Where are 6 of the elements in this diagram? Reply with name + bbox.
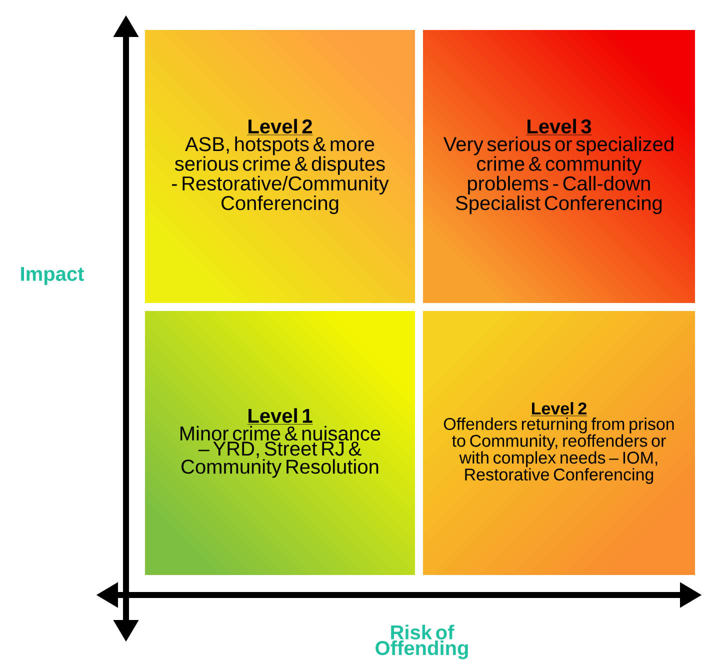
axis-label: Risk of Offending: [376, 624, 468, 660]
quadrant-box: Level 3 Very serious or specialized crime & community problems - Call-down Specialist Conferencing: [444, 118, 674, 214]
quadrant-box: Level 2 ASB, hotspots & more serious crime & disputes - Restorative/Community Conferencing: [172, 118, 389, 214]
axis-label: Impact: [21, 267, 84, 285]
quadrant-box: Level 1 Minor crime & nuisance – YRD, Street RJ & Community Resolution: [180, 408, 380, 478]
quadrant-box: Level 2 Offenders returning from prison to Community, reoffenders or with complex needs – IOM, Restorative Conferencing: [444, 402, 674, 484]
